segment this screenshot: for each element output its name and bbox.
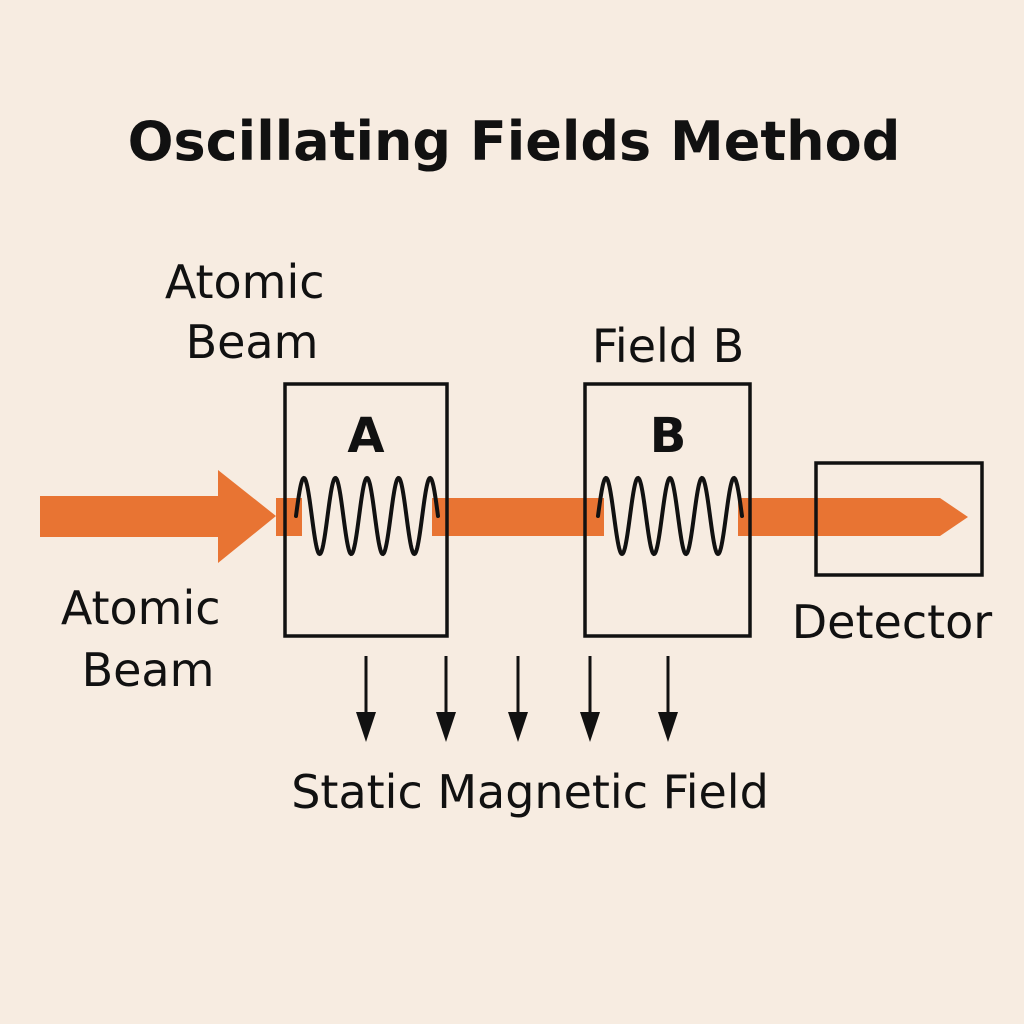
oscillating-field-a: A [283,382,449,638]
diagram-title: Oscillating Fields Method [128,110,901,173]
atomic-beam-top-label: Atomic Beam [165,255,339,369]
field-arrow [508,656,528,742]
beam-input-arrow [40,470,276,563]
atomic-beam [40,470,968,563]
field-a-letter: A [347,408,384,464]
atomic-beam-top-line1: Atomic [165,255,325,309]
field-a-coil [294,475,440,557]
field-b-label: Field B [592,319,744,373]
field-arrow [356,656,376,742]
field-b-coil [596,475,744,557]
field-arrow [580,656,600,742]
atomic-beam-top-line2: Beam [186,315,319,369]
atomic-beam-bottom-line2: Beam [82,643,215,697]
beam-segment-between [432,498,604,536]
static-magnetic-field-label: Static Magnetic Field [291,765,769,819]
static-field-arrows [356,656,678,742]
field-arrow [436,656,456,742]
oscillating-field-b: B [583,382,752,638]
atomic-beam-bottom-line1: Atomic [61,581,221,635]
detector-label: Detector [792,595,993,649]
field-arrow [658,656,678,742]
field-b-box [583,382,752,638]
field-b-letter: B [650,408,687,464]
beam-output-arrow [738,498,968,536]
field-a-box [283,382,449,638]
atomic-beam-bottom-label: Atomic Beam [61,581,235,697]
detector-box [814,461,984,577]
